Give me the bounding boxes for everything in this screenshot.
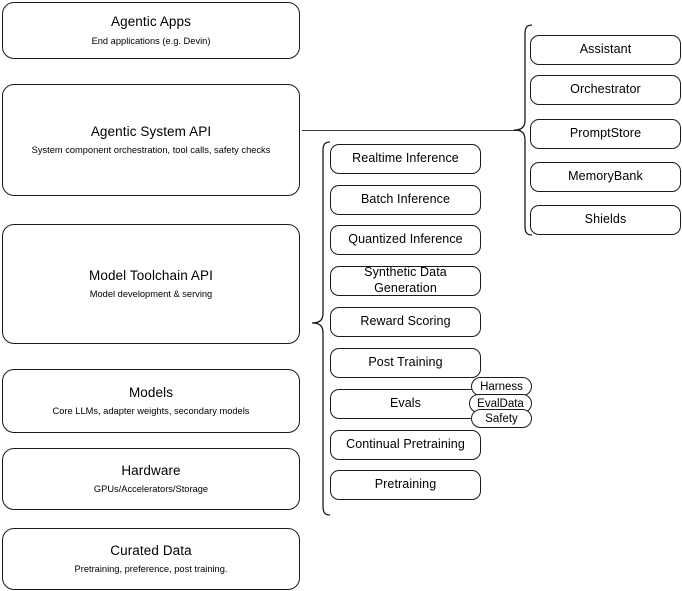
toolchain-item-quantized-inference[interactable]: Quantized Inference bbox=[330, 225, 481, 255]
connector-line-system-api bbox=[302, 130, 521, 131]
system-item-memorybank[interactable]: MemoryBank bbox=[530, 162, 681, 192]
item-label: Batch Inference bbox=[360, 192, 451, 207]
item-label: Quantized Inference bbox=[348, 232, 463, 247]
item-label: Synthetic Data Generation bbox=[364, 265, 447, 295]
layer-title: Agentic System API bbox=[90, 123, 212, 139]
system-item-shields[interactable]: Shields bbox=[530, 205, 681, 235]
evals-pill-harness[interactable]: Harness bbox=[471, 377, 532, 396]
layer-agentic-system-api[interactable]: Agentic System API System component orch… bbox=[2, 84, 300, 196]
item-label: MemoryBank bbox=[568, 169, 643, 184]
layer-title: Hardware bbox=[121, 462, 181, 478]
item-label: Evals bbox=[389, 396, 422, 411]
toolchain-item-continual-pretraining[interactable]: Continual Pretraining bbox=[330, 430, 481, 460]
toolchain-item-post-training[interactable]: Post Training bbox=[330, 348, 481, 378]
toolchain-item-pretraining[interactable]: Pretraining bbox=[330, 470, 481, 500]
item-label: Reward Scoring bbox=[360, 314, 451, 329]
brace-system-components bbox=[512, 24, 534, 236]
brace-toolchain-items bbox=[310, 141, 332, 516]
layer-models[interactable]: Models Core LLMs, adapter weights, secon… bbox=[2, 369, 300, 433]
item-label: Orchestrator bbox=[570, 82, 641, 97]
layer-subtitle: System component orchestration, tool cal… bbox=[31, 145, 271, 156]
toolchain-item-realtime-inference[interactable]: Realtime Inference bbox=[330, 144, 481, 174]
item-label: Pretraining bbox=[374, 477, 437, 492]
pill-label: Harness bbox=[480, 380, 523, 393]
layer-subtitle: Pretraining, preference, post training. bbox=[74, 564, 228, 575]
layer-subtitle: Core LLMs, adapter weights, secondary mo… bbox=[52, 406, 250, 417]
layer-subtitle: GPUs/Accelerators/Storage bbox=[93, 484, 209, 495]
toolchain-item-reward-scoring[interactable]: Reward Scoring bbox=[330, 307, 481, 337]
layer-title: Curated Data bbox=[110, 542, 192, 558]
system-item-orchestrator[interactable]: Orchestrator bbox=[530, 75, 681, 105]
toolchain-item-synthetic-data-generation[interactable]: Synthetic Data Generation bbox=[330, 265, 481, 296]
pill-label: Safety bbox=[485, 412, 518, 425]
item-label: PromptStore bbox=[569, 126, 642, 141]
item-label: Shields bbox=[584, 212, 627, 227]
evals-pill-safety[interactable]: Safety bbox=[471, 409, 532, 428]
layer-curated-data[interactable]: Curated Data Pretraining, preference, po… bbox=[2, 528, 300, 590]
pill-label: EvalData bbox=[477, 397, 524, 410]
toolchain-item-batch-inference[interactable]: Batch Inference bbox=[330, 185, 481, 215]
layer-title: Models bbox=[128, 384, 174, 400]
layer-agentic-apps[interactable]: Agentic Apps End applications (e.g. Devi… bbox=[2, 2, 300, 59]
layer-hardware[interactable]: Hardware GPUs/Accelerators/Storage bbox=[2, 448, 300, 510]
system-item-promptstore[interactable]: PromptStore bbox=[530, 119, 681, 149]
item-label: Continual Pretraining bbox=[346, 437, 465, 452]
item-label: Realtime Inference bbox=[352, 151, 459, 166]
layer-title: Model Toolchain API bbox=[89, 267, 213, 283]
toolchain-item-evals[interactable]: Evals bbox=[330, 389, 481, 419]
item-label: Assistant bbox=[579, 42, 632, 57]
layer-subtitle: End applications (e.g. Devin) bbox=[91, 35, 211, 46]
layer-model-toolchain-api[interactable]: Model Toolchain API Model development & … bbox=[2, 224, 300, 344]
layer-title: Agentic Apps bbox=[110, 14, 191, 30]
item-label: Post Training bbox=[368, 355, 443, 370]
system-item-assistant[interactable]: Assistant bbox=[530, 35, 681, 65]
layer-subtitle: Model development & serving bbox=[89, 289, 213, 300]
